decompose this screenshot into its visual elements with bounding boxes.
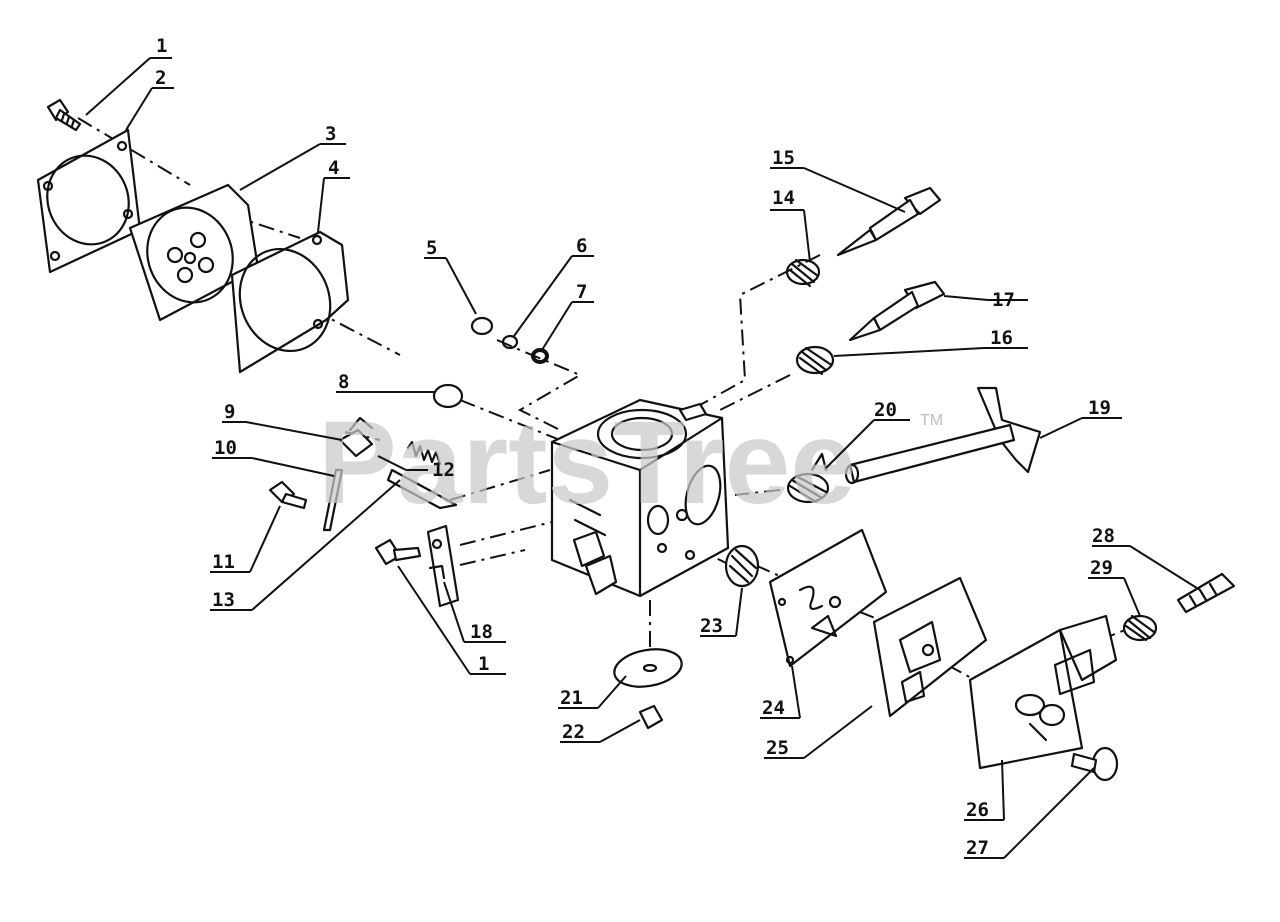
part-label-6: 6 [576,235,587,257]
part-label-14: 14 [772,187,795,209]
part-label-27: 27 [966,837,989,859]
disk-icon [613,648,683,688]
screw-icon [46,98,82,132]
part-label-21: 21 [560,687,583,709]
gasket-icon [230,230,350,374]
part-label-2: 2 [155,67,166,89]
part-label-23: 23 [700,615,723,637]
part-label-20: 20 [874,399,897,421]
gasket-icon [768,528,888,668]
part-label-3: 3 [325,123,336,145]
inlet-needle-icon [386,468,458,510]
part-label-16: 16 [990,327,1013,349]
part-label-24: 24 [762,697,785,719]
spring-icon [1122,614,1158,642]
part-label-25: 25 [766,737,789,759]
part-label-5: 5 [426,237,437,259]
spring-icon [406,440,442,466]
o-ring-icon [470,316,549,364]
part-label-4: 4 [328,157,339,179]
part-label-29: 29 [1090,557,1113,579]
screw-icon [268,480,308,510]
welch-plug-icon [432,383,464,409]
diaphragm-cover-icon [36,128,142,274]
screw-icon [374,538,422,566]
part-label-9: 9 [224,401,235,423]
watermark-text: PartsTree [318,397,856,529]
part-label-22: 22 [562,721,585,743]
part-label-28: 28 [1092,525,1115,547]
part-label-19: 19 [1088,397,1111,419]
part-label-1-lower: 1 [478,653,489,675]
watermark: PartsTree TM [318,397,943,529]
part-label-10: 10 [214,437,237,459]
part-label-12: 12 [432,459,455,481]
part-label-7: 7 [576,281,587,303]
part-label-26: 26 [966,799,989,821]
part-label-11: 11 [212,551,235,573]
pump-diaphragm-icon [872,576,988,718]
part-label-8: 8 [338,371,349,393]
screw-icon [638,704,664,730]
spring-icon [785,258,821,288]
part-label-13: 13 [212,589,235,611]
leader-lines [85,57,1201,859]
filter-screen-icon [724,544,760,588]
part-label-15: 15 [772,147,795,169]
adjusting-screw-icon [1176,572,1236,614]
inlet-lever-icon [338,416,374,458]
throttle-shaft-icon [844,386,1042,485]
part-labels: 1 2 3 4 5 6 7 8 9 10 11 12 13 14 15 16 1… [155,35,1115,859]
pump-cover-icon [968,614,1118,770]
part-label-18: 18 [470,621,493,643]
part-label-1: 1 [156,35,167,57]
clip-icon [426,524,460,608]
part-label-17: 17 [992,289,1015,311]
screw-icon [1070,746,1119,782]
spring-icon [795,345,835,376]
pin-icon [322,468,344,532]
trademark-text: TM [920,412,943,429]
diaphragm-icon [128,183,260,322]
carburetor-body-icon [550,398,730,598]
spring-icon [786,452,830,504]
adjusting-needle-icon [836,186,942,257]
adjusting-needle-icon [848,280,946,342]
